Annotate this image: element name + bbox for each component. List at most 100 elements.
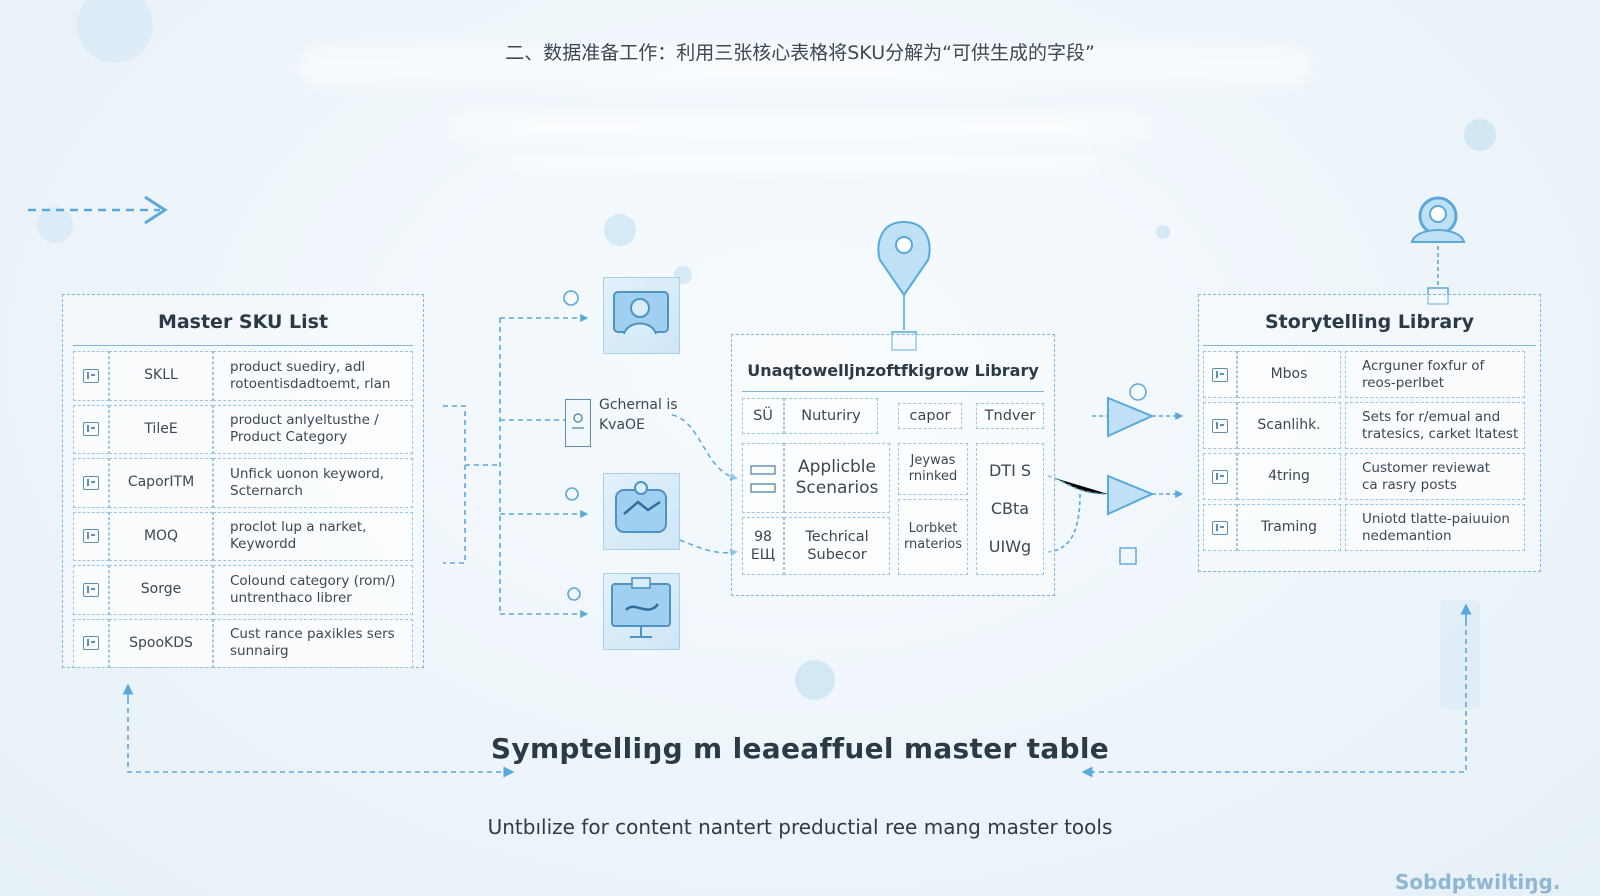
row-description: Unfick uonon keyword,Scternarch — [213, 458, 413, 508]
row-key: Traming — [1237, 504, 1341, 551]
storytelling-title: Storytelling Library — [1265, 311, 1474, 333]
row-key: MOQ — [109, 511, 213, 561]
description-line: Keywordd — [230, 536, 297, 553]
description-line: reos-perlbet — [1362, 374, 1445, 391]
row-table-icon — [73, 404, 109, 454]
row-table-icon — [73, 458, 109, 508]
row-key: 4tring — [1237, 453, 1341, 500]
table-icon — [1212, 367, 1228, 382]
table-icon — [83, 422, 99, 437]
blurred-banner — [450, 112, 1150, 142]
blurred-banner — [510, 150, 1100, 174]
row-table-icon — [1203, 453, 1237, 500]
table-icon — [83, 475, 99, 490]
cell-line: Techrical — [805, 529, 869, 545]
cell-line: DTI S — [988, 461, 1032, 480]
row-table-icon — [73, 565, 109, 615]
cell-line: Subecor — [807, 547, 867, 563]
row-table-icon — [73, 351, 109, 401]
center-library-table: Unaqtowelljnzoftfkigrow Library SÜ Nutur… — [731, 334, 1055, 596]
description-line: Product Category — [230, 429, 348, 446]
description-line: sunnairg — [230, 643, 289, 660]
side-label: Gchernal is KvaOE — [599, 395, 678, 435]
description-line: Unfick uonon keyword, — [230, 465, 385, 482]
cell-line: rninked — [908, 469, 958, 484]
divider — [742, 391, 1044, 392]
row-description: Colound category (rom/)untrenthaco libre… — [213, 565, 413, 615]
table-icon — [1212, 418, 1228, 433]
row-table-icon — [73, 511, 109, 561]
watermark: Sobdptwiltiŋg. — [1395, 870, 1561, 894]
side-label-line: Gchernal is — [599, 397, 678, 413]
cell-line: Lorbket — [908, 521, 958, 536]
row-key: Scanlihk. — [1237, 402, 1341, 449]
description-line: tratesics, carket ltatest — [1362, 425, 1519, 442]
row-key: TileE — [109, 404, 213, 454]
row-key: SpooKDS — [109, 618, 213, 668]
arrow-right-icon — [1107, 396, 1155, 438]
user-icon — [1410, 196, 1466, 305]
table-icon — [1212, 520, 1228, 535]
page-title: 二、数据准备工作：利用三张核心表格将SKU分解为“可供生成的字段” — [505, 42, 1095, 64]
cell-line: Applicble — [798, 457, 876, 477]
monitor-icon — [603, 573, 680, 650]
map-pin-icon — [877, 220, 931, 351]
library-cell: SÜ — [742, 398, 784, 434]
row-description: proclot lup a narket,Keywordd — [213, 511, 413, 561]
library-cell: Tndver — [976, 403, 1044, 429]
description-line: Colound category (rom/) — [230, 572, 396, 589]
cell-line: Scenarios — [795, 478, 879, 498]
library-cell: Nuturiry — [784, 398, 878, 434]
row-description: product anlyeltusthe /Product Category — [213, 404, 413, 454]
description-line: proclot lup a narket, — [230, 519, 367, 536]
cell-line: 98 — [754, 529, 772, 545]
user-profile-icon — [603, 277, 680, 354]
description-line: nedemantion — [1362, 527, 1452, 544]
handshake-icon — [603, 473, 680, 550]
arrow-right-icon — [1107, 474, 1155, 516]
description-line: Sets for r/emual and — [1362, 408, 1501, 425]
bottom-subtitle: Untbılize for content nantert preductial… — [487, 815, 1113, 839]
description-line: product anlyeltusthe / — [230, 412, 379, 429]
cell-line: rnaterios — [903, 537, 963, 552]
description-line: ca rasry posts — [1362, 476, 1457, 493]
description-line: product suediry, adl — [230, 358, 366, 375]
divider — [1203, 345, 1536, 346]
row-key: SKLL — [109, 351, 213, 401]
row-table-icon — [1203, 402, 1237, 449]
divider — [73, 345, 413, 346]
description-line: Scternarch — [230, 482, 303, 499]
master-sku-title: Master SKU List — [157, 311, 329, 333]
table-icon — [83, 529, 99, 544]
document-icon — [565, 399, 591, 447]
cell-line: EЩ — [750, 547, 776, 563]
cell-line: CBta — [990, 499, 1030, 518]
bottom-title: Symptelliŋg m leaeaffuel master table — [490, 732, 1110, 765]
table-icon — [1212, 469, 1228, 484]
row-table-icon — [1203, 504, 1237, 551]
row-key: CaporITM — [109, 458, 213, 508]
master-sku-table: Master SKU List SKLL product suediry, adl… — [62, 294, 424, 668]
table-icon — [83, 636, 99, 651]
decorative-blobs — [37, 0, 1496, 710]
side-label-line: KvaOE — [599, 417, 645, 433]
description-line: Cust rance paxikles sers — [230, 626, 395, 643]
list-icon — [742, 443, 784, 513]
cell-line: Jeywas — [910, 453, 956, 468]
row-table-icon — [1203, 351, 1237, 398]
row-table-icon — [73, 618, 109, 668]
cell-line: UIWg — [988, 537, 1032, 556]
table-icon — [83, 582, 99, 597]
library-cell: capor — [898, 403, 962, 429]
description-line: Acrguner foxfur of — [1362, 357, 1485, 374]
